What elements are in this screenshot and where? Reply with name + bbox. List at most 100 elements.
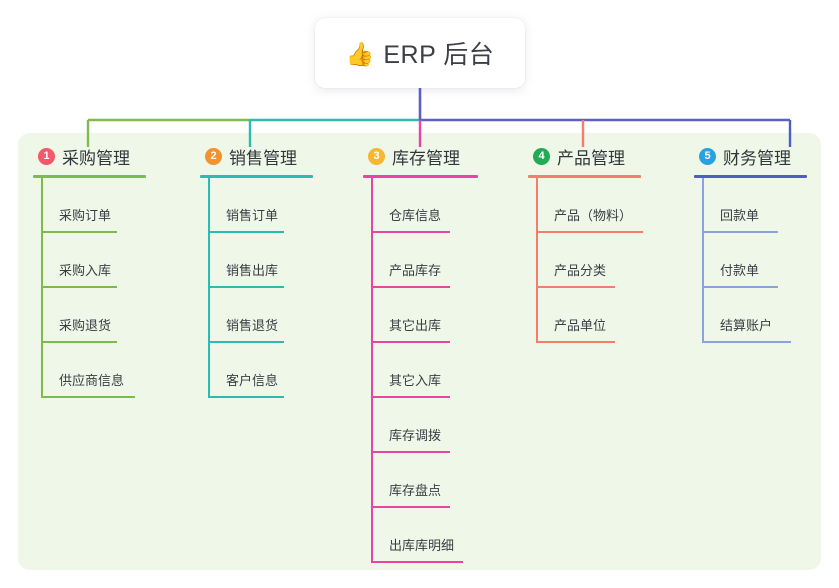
column-3: 3 库存管理仓库信息产品库存其它出库其它入库库存调拨库存盘点出库库明细 [363, 143, 478, 563]
leaf-spine [41, 178, 43, 233]
leaf-item[interactable]: 采购入库 [33, 233, 146, 288]
leaf-label: 其它入库 [389, 373, 442, 388]
leaf-item[interactable]: 产品单位 [528, 288, 641, 343]
column-header-rule-4 [528, 175, 641, 178]
column-badge-icon-5: 5 [699, 147, 716, 165]
leaf-spine [371, 178, 373, 233]
column-header-3[interactable]: 3 库存管理 [363, 143, 478, 169]
leaf-label: 付款单 [720, 263, 760, 278]
leaf-spine [702, 178, 704, 233]
leaf-item[interactable]: 采购订单 [33, 178, 146, 233]
leaf-item[interactable]: 库存调拨 [363, 398, 478, 453]
leaf-label: 产品（物料） [554, 208, 633, 223]
leaf-label: 其它出库 [389, 318, 442, 333]
leaf-spine [702, 233, 704, 288]
leaf-item[interactable]: 客户信息 [200, 343, 313, 398]
leaf-item[interactable]: 销售订单 [200, 178, 313, 233]
leaf-rule [536, 286, 615, 288]
leaf-rule [702, 341, 791, 343]
leaf-item[interactable]: 回款单 [694, 178, 807, 233]
leaf-rule [41, 286, 117, 288]
leaf-item[interactable]: 采购退货 [33, 288, 146, 343]
leaf-label: 采购退货 [59, 318, 112, 333]
leaf-rule [208, 231, 284, 233]
leaf-rule [536, 231, 643, 233]
leaf-spine [371, 453, 373, 508]
leaf-item[interactable]: 产品分类 [528, 233, 641, 288]
leaf-spine [371, 508, 373, 563]
leaf-label: 回款单 [720, 208, 760, 223]
leaf-spine [41, 288, 43, 343]
column-badge-icon-3: 3 [368, 147, 385, 165]
leaf-label: 仓库信息 [389, 208, 442, 223]
leaf-rule [208, 341, 284, 343]
column-header-rule-2 [200, 175, 313, 178]
leaf-item[interactable]: 产品（物料） [528, 178, 643, 233]
leaf-label: 产品单位 [554, 318, 607, 333]
leaf-item[interactable]: 结算账户 [694, 288, 807, 343]
leaf-rule [41, 231, 117, 233]
leaf-label: 供应商信息 [59, 373, 125, 388]
leaf-spine [371, 343, 373, 398]
leaf-spine [371, 233, 373, 288]
leaf-label: 客户信息 [226, 373, 279, 388]
column-title-3: 库存管理 [392, 148, 460, 168]
leaf-rule [702, 286, 778, 288]
leaf-spine [702, 288, 704, 343]
leaf-spine [371, 288, 373, 343]
leaf-spine [371, 398, 373, 453]
leaf-label: 销售退货 [226, 318, 279, 333]
leaf-rule [371, 231, 450, 233]
leaf-rule [536, 341, 615, 343]
leaf-label: 采购入库 [59, 263, 112, 278]
leaf-spine [536, 288, 538, 343]
column-header-rule-3 [363, 175, 478, 178]
leaf-item[interactable]: 仓库信息 [363, 178, 478, 233]
leaf-item[interactable]: 出库库明细 [363, 508, 478, 563]
leaf-rule [41, 396, 135, 398]
leaf-rule [371, 451, 450, 453]
leaf-rule [41, 341, 117, 343]
leaf-spine [536, 233, 538, 288]
leaf-label: 出库库明细 [389, 538, 455, 553]
leaf-label: 销售订单 [226, 208, 279, 223]
leaf-rule [208, 286, 284, 288]
leaf-spine [41, 343, 43, 398]
root-node-card[interactable]: 👍 ERP 后台 [315, 18, 525, 88]
column-header-rule-5 [694, 175, 807, 178]
column-badge-icon-1: 1 [38, 147, 55, 165]
leaf-rule [371, 396, 450, 398]
leaf-item[interactable]: 销售退货 [200, 288, 313, 343]
leaf-label: 采购订单 [59, 208, 112, 223]
leaf-item[interactable]: 库存盘点 [363, 453, 478, 508]
leaf-item[interactable]: 其它入库 [363, 343, 478, 398]
thumbs-up-icon: 👍 [345, 40, 375, 67]
leaf-item[interactable]: 付款单 [694, 233, 807, 288]
leaf-spine [208, 288, 210, 343]
diagram-panel [18, 133, 821, 570]
column-title-2: 销售管理 [229, 148, 297, 168]
leaf-rule [371, 506, 450, 508]
leaf-rule [371, 341, 450, 343]
leaf-label: 产品分类 [554, 263, 607, 278]
leaf-label: 库存调拨 [389, 428, 442, 443]
leaf-spine [536, 178, 538, 233]
leaf-item[interactable]: 供应商信息 [33, 343, 146, 398]
leaf-item[interactable]: 其它出库 [363, 288, 478, 343]
leaf-item[interactable]: 销售出库 [200, 233, 313, 288]
leaf-rule [371, 561, 463, 563]
leaf-label: 产品库存 [389, 263, 442, 278]
leaf-spine [41, 233, 43, 288]
leaf-item[interactable]: 产品库存 [363, 233, 478, 288]
column-title-4: 产品管理 [557, 148, 625, 168]
leaf-rule [208, 396, 284, 398]
